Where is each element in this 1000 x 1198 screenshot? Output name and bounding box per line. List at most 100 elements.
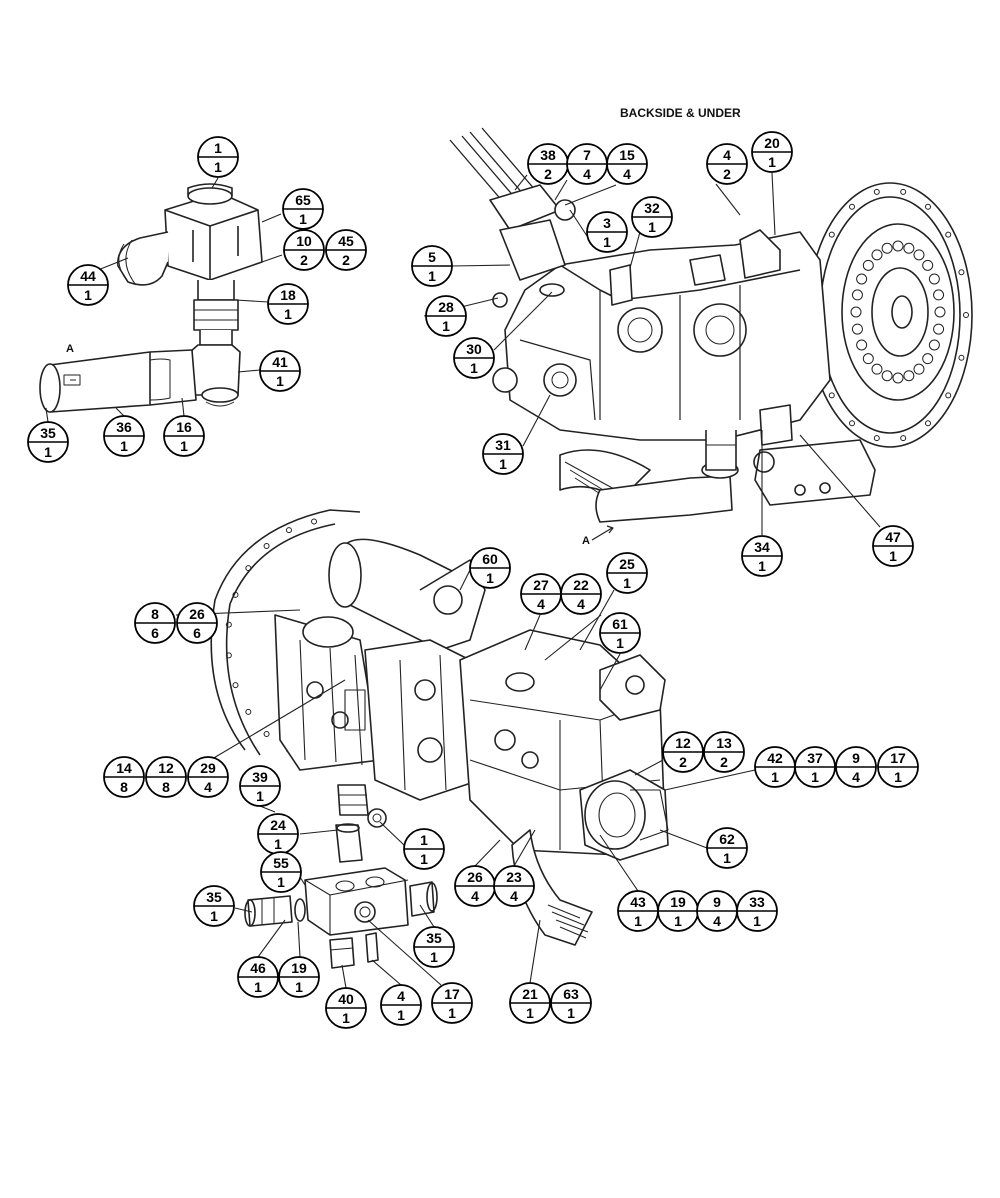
callout-quantity: 1 bbox=[276, 373, 284, 389]
callout-quantity: 6 bbox=[151, 625, 159, 641]
leader-line bbox=[259, 805, 276, 813]
callout-item-number: 60 bbox=[482, 551, 498, 567]
callout-quantity: 1 bbox=[771, 769, 779, 785]
flange-bolt bbox=[892, 372, 904, 384]
callout-bubble: 421 bbox=[754, 746, 796, 788]
leader-line bbox=[599, 834, 639, 892]
housing-bolt bbox=[958, 269, 965, 276]
ring-bolt bbox=[232, 591, 239, 598]
callout-item-number: 3 bbox=[603, 215, 611, 231]
housing-bolt bbox=[945, 231, 952, 238]
callout-bubble: 191 bbox=[657, 890, 699, 932]
callout-item-number: 40 bbox=[338, 991, 354, 1007]
callout-item-number: 19 bbox=[670, 894, 686, 910]
callout-quantity: 4 bbox=[623, 166, 631, 182]
callout-quantity: 1 bbox=[616, 635, 624, 651]
callout-item-number: 47 bbox=[885, 529, 901, 545]
callout-bubble: 11 bbox=[403, 828, 445, 870]
callout-bubble: 191 bbox=[278, 956, 320, 998]
ring-bolt bbox=[225, 621, 232, 628]
callout-item-number: 19 bbox=[291, 960, 307, 976]
leader-line bbox=[257, 919, 286, 958]
callout-bubble: 161 bbox=[163, 415, 205, 457]
callout-quantity: 1 bbox=[277, 874, 285, 890]
callout-bubble: 311 bbox=[482, 433, 524, 475]
callout-quantity: 4 bbox=[852, 769, 860, 785]
callout-bubble: 181 bbox=[267, 283, 309, 325]
callout-quantity: 1 bbox=[180, 438, 188, 454]
leader-line bbox=[771, 172, 776, 236]
flange-bolt bbox=[892, 240, 904, 252]
callout-quantity: 4 bbox=[583, 166, 591, 182]
callout-item-number: 8 bbox=[151, 606, 159, 622]
callout-item-number: 24 bbox=[270, 817, 286, 833]
leader-line bbox=[514, 174, 528, 191]
top-left-hose-assembly bbox=[39, 183, 263, 413]
callout-bubble: 234 bbox=[493, 865, 535, 907]
callout-bubble: 441 bbox=[67, 264, 109, 306]
callout-item-number: 28 bbox=[438, 299, 454, 315]
flange-bolt bbox=[851, 323, 863, 335]
callout-bubble: 471 bbox=[872, 525, 914, 567]
callout-quantity: 4 bbox=[471, 888, 479, 904]
callout-bubble: 241 bbox=[257, 813, 299, 855]
callout-item-number: 46 bbox=[250, 960, 266, 976]
callout-bubble: 391 bbox=[239, 765, 281, 807]
callout-quantity: 1 bbox=[567, 1005, 575, 1021]
callout-bubble: 148 bbox=[103, 756, 145, 798]
callout-quantity: 2 bbox=[720, 754, 728, 770]
callout-item-number: 44 bbox=[80, 268, 96, 284]
ring-bolt bbox=[225, 652, 232, 659]
callout-item-number: 63 bbox=[563, 986, 579, 1002]
flange-bolt bbox=[928, 273, 940, 285]
leader-line bbox=[237, 369, 261, 373]
callout-bubble: 42 bbox=[706, 143, 748, 185]
housing-bolt bbox=[873, 435, 880, 442]
housing-bolt bbox=[900, 188, 907, 195]
leader-line bbox=[569, 209, 588, 237]
housing-bolt bbox=[925, 420, 931, 427]
callout-quantity: 2 bbox=[342, 252, 350, 268]
callout-bubble: 361 bbox=[103, 415, 145, 457]
callout-bubble: 122 bbox=[662, 731, 704, 773]
callout-item-number: 1 bbox=[214, 140, 222, 156]
callout-item-number: 1 bbox=[420, 832, 428, 848]
callout-bubble: 266 bbox=[176, 602, 218, 644]
housing-bolt bbox=[900, 435, 907, 442]
callout-bubble: 301 bbox=[453, 337, 495, 379]
callout-quantity: 8 bbox=[162, 779, 170, 795]
callout-quantity: 1 bbox=[648, 219, 656, 235]
callout-bubble: 281 bbox=[425, 295, 467, 337]
callout-item-number: 5 bbox=[428, 249, 436, 265]
leader-line bbox=[529, 919, 541, 984]
leader-line bbox=[235, 299, 269, 303]
callout-item-number: 14 bbox=[116, 760, 132, 776]
callout-quantity: 1 bbox=[420, 851, 428, 867]
flange-bolt bbox=[856, 273, 868, 285]
ring-bolt bbox=[232, 682, 239, 689]
callout-item-number: 16 bbox=[176, 419, 192, 435]
leader-line bbox=[97, 257, 129, 271]
ring-bolt bbox=[285, 527, 292, 534]
callout-bubble: 461 bbox=[237, 956, 279, 998]
callout-bubble: 621 bbox=[706, 827, 748, 869]
ring-bolt bbox=[263, 730, 270, 737]
callout-item-number: 32 bbox=[644, 200, 660, 216]
callout-quantity: 1 bbox=[753, 913, 761, 929]
leader-line bbox=[554, 179, 568, 201]
callout-quantity: 1 bbox=[428, 268, 436, 284]
callout-item-number: 35 bbox=[40, 425, 56, 441]
callout-bubble: 11 bbox=[197, 136, 239, 178]
flange-bolt bbox=[922, 259, 934, 271]
leader-line bbox=[524, 614, 541, 651]
callout-quantity: 1 bbox=[526, 1005, 534, 1021]
callout-bubble: 154 bbox=[606, 143, 648, 185]
flange-bolt bbox=[881, 370, 893, 382]
callout-quantity: 4 bbox=[537, 596, 545, 612]
callout-bubble: 94 bbox=[696, 890, 738, 932]
leader-line bbox=[544, 614, 602, 661]
callout-quantity: 8 bbox=[120, 779, 128, 795]
callout-bubble: 132 bbox=[703, 731, 745, 773]
leader-line bbox=[459, 569, 471, 591]
